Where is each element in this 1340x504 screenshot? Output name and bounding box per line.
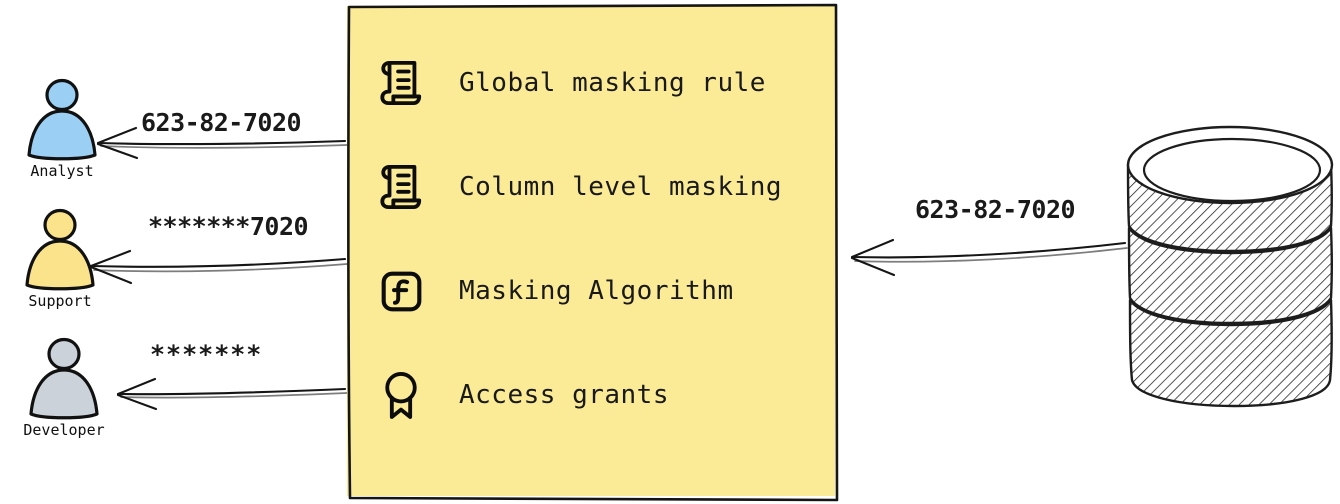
arrow-panel-to-analyst [96,126,348,160]
policy-item-label: Column level masking [459,172,783,202]
actor-label: Developer [23,421,105,439]
scroll-icon [375,55,427,111]
arrow-database-to-panel [850,238,1128,277]
actor-analyst[interactable]: Analyst [2,78,122,180]
policy-item-masking-algorithm[interactable]: Masking Algorithm [375,262,815,320]
person-icon [25,208,95,291]
person-icon [29,337,99,420]
scroll-icon [375,159,427,215]
flow-label-analyst: 623-82-7020 [141,108,302,137]
policy-item-global-masking-rule[interactable]: Global masking rule [375,54,815,112]
actor-developer[interactable]: Developer [4,337,124,439]
flow-label-developer: ******* [150,340,263,369]
policy-item-label: Global masking rule [459,68,766,98]
actor-label: Support [28,292,92,310]
actor-support[interactable]: Support [0,208,120,310]
policy-item-list: Global masking rule Column level masking [375,54,815,424]
database-cylinder-icon [1126,125,1334,408]
award-icon [375,367,427,423]
policy-panel: Global masking rule Column level masking [347,3,839,502]
policy-item-label: Masking Algorithm [459,276,734,306]
arrow-panel-to-support [89,249,348,285]
flow-label-support: *******7020 [148,212,309,241]
actor-label: Analyst [30,162,94,180]
policy-item-access-grants[interactable]: Access grants [375,366,815,424]
arrow-panel-to-developer [116,377,348,411]
policy-item-column-level-masking[interactable]: Column level masking [375,158,815,216]
flow-label-source: 623-82-7020 [915,195,1076,224]
person-icon [27,78,97,161]
function-icon [375,263,427,319]
policy-item-label: Access grants [459,380,669,410]
